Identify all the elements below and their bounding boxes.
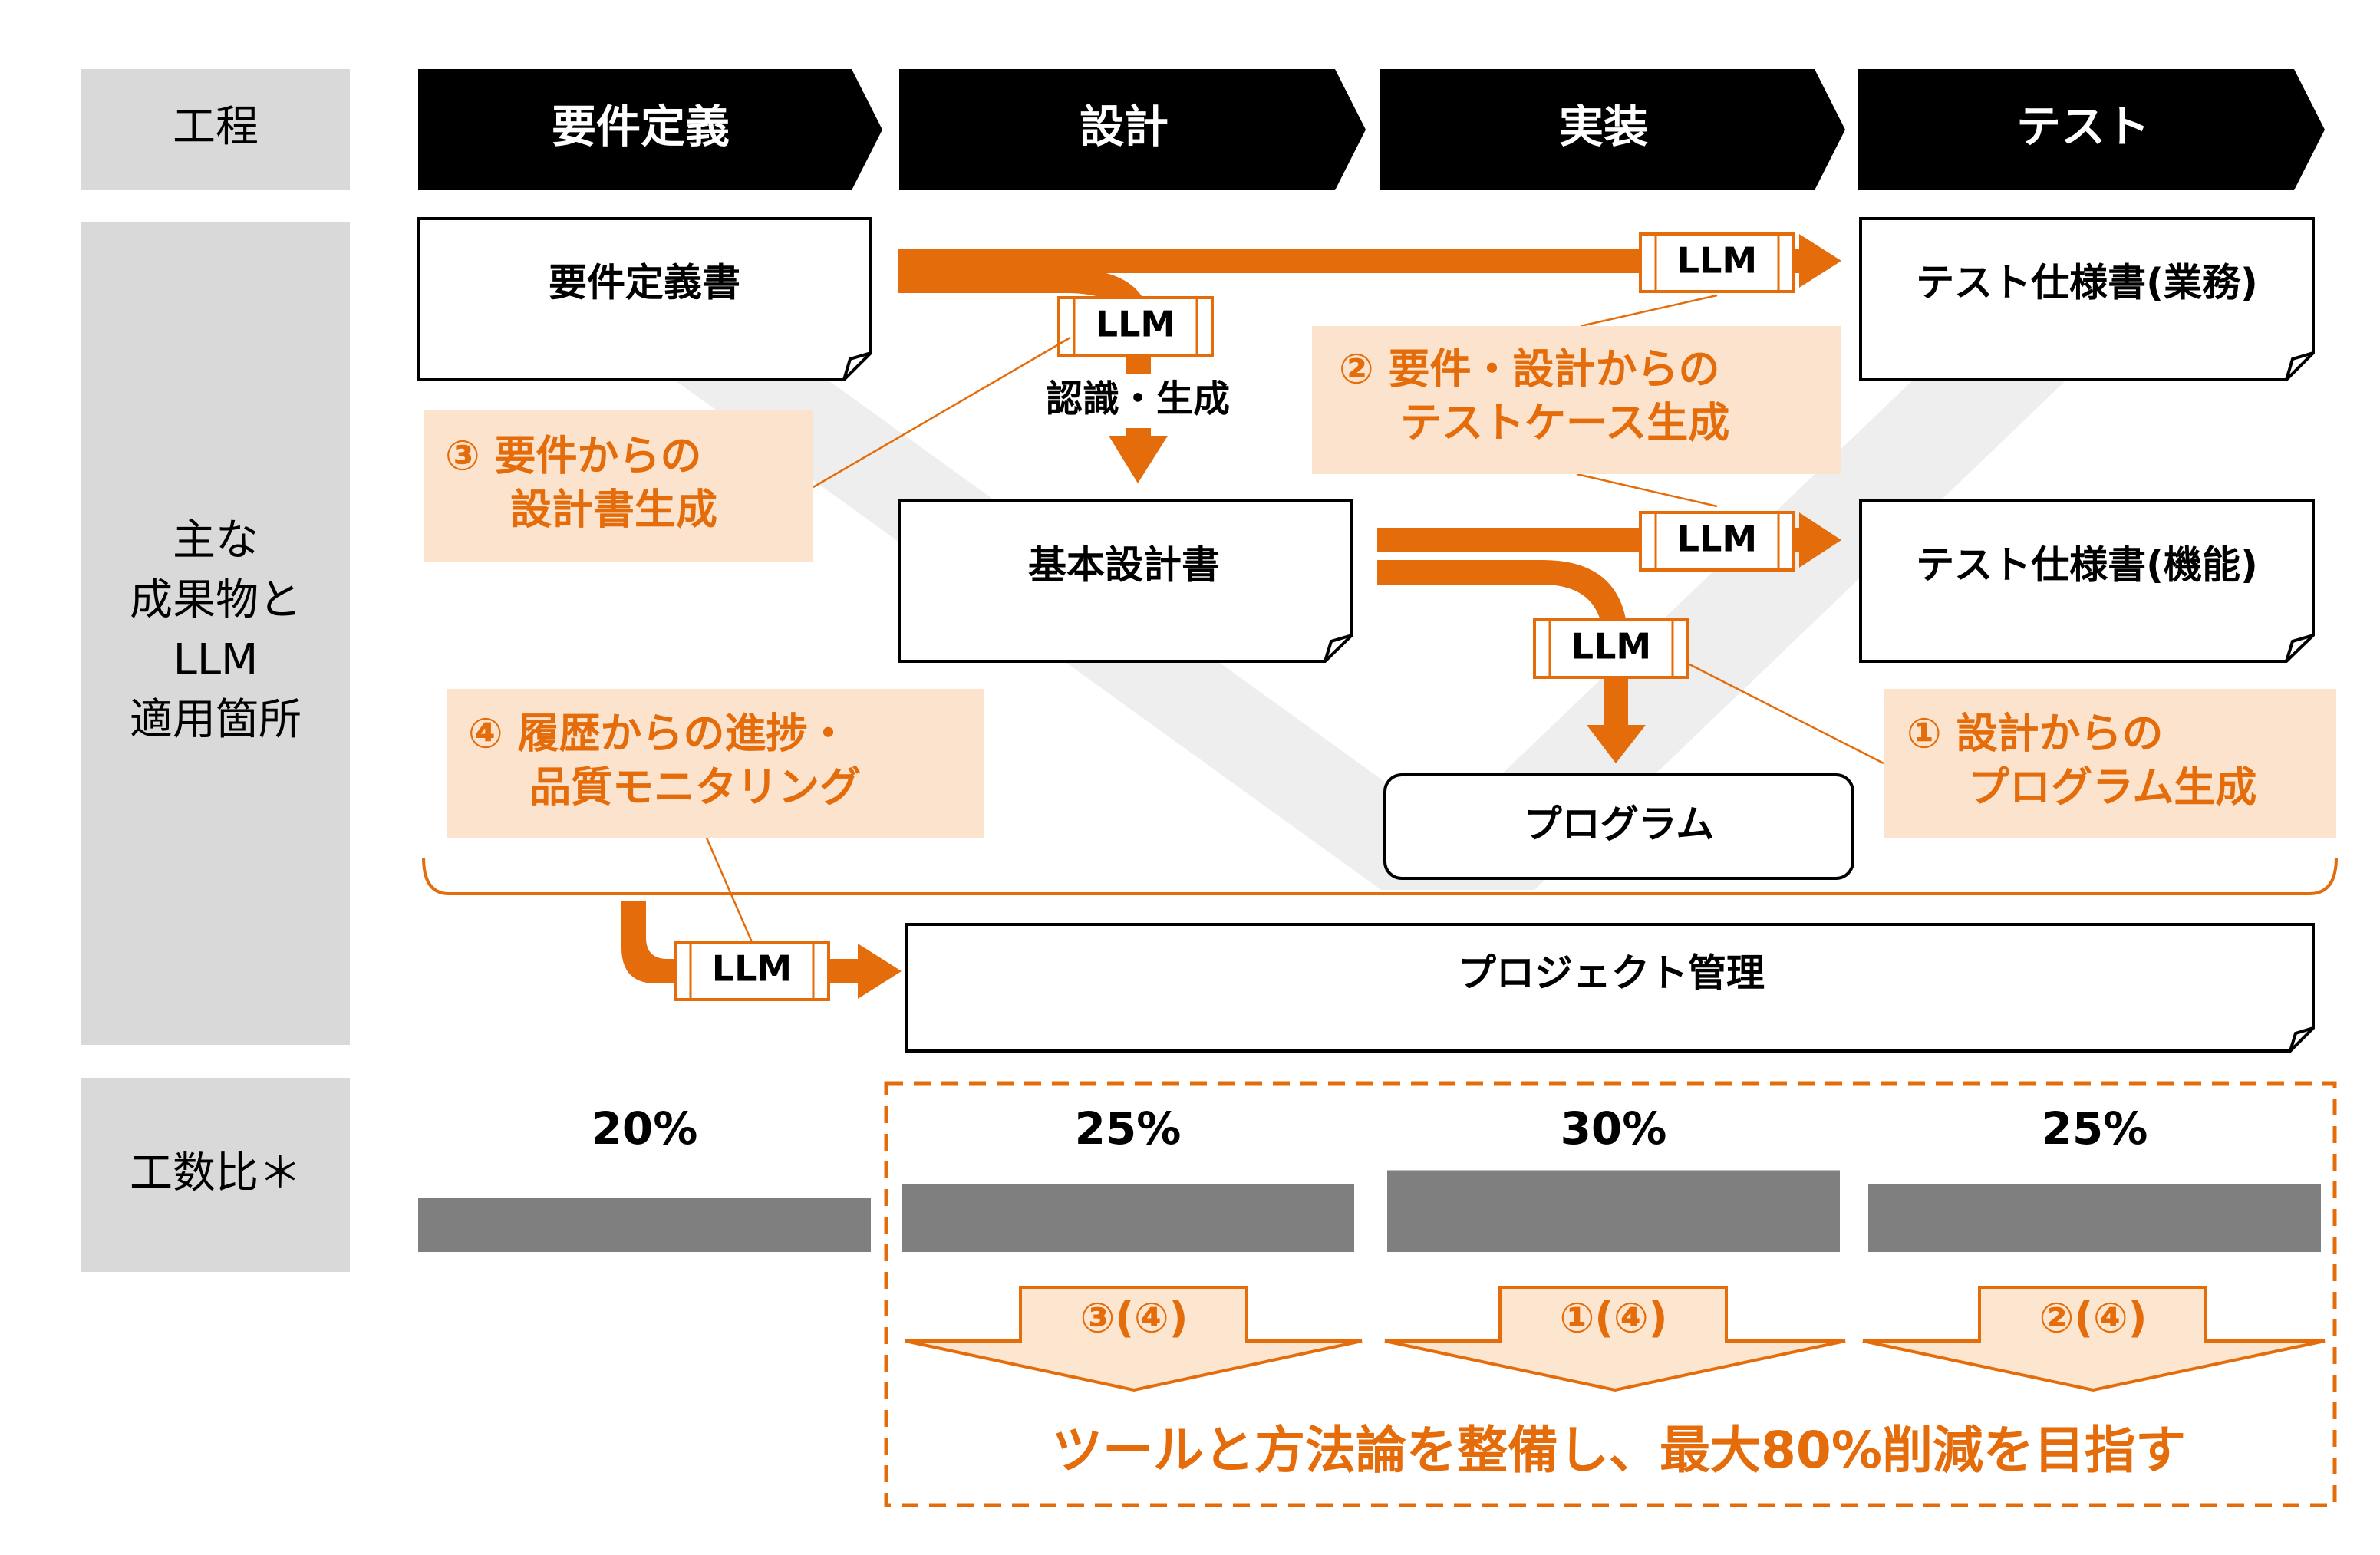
document-test-spec-function-label: テスト仕様書(機能) [1916,543,2258,588]
phase-label-requirements: 要件定義 [552,100,730,153]
callout-1-line2: プログラム生成 [1968,763,2256,812]
reduction-arrow-label: ①(④) [1560,1294,1668,1343]
effort-bar-1 [418,1198,871,1252]
row-label-deliverables-2: 成果物と [130,575,302,625]
leader-c1 [1687,662,1884,765]
reduction-arrow-design: ③(④) [905,1286,1363,1392]
document-test-spec-business-label: テスト仕様書(業務) [1916,261,2258,305]
effort-value-label-2: 25% [1075,1102,1182,1155]
row-label-process: 工程 [173,102,259,152]
document-program-label: プログラム [1524,802,1715,847]
llm-badge-design-to-test: LLM [1639,511,1795,572]
document-project-management: プロジェクト管理 [905,923,2315,1053]
leader-c2-top [1580,294,1718,328]
document-program: プログラム [1383,773,1854,880]
document-project-management-label: プロジェクト管理 [1458,951,1765,996]
callout-1: ① 設計からの プログラム生成 [1884,689,2336,838]
flow-design-to-program-curve [1377,560,1628,733]
effort-bar-chart: 20% 25% 30% 25% [418,1102,2321,1252]
flow-design-to-program-arrowhead [1587,725,1646,763]
llm-badge-label: LLM [1571,626,1651,667]
phase-chevron-design [899,69,1366,190]
document-requirements-label: 要件定義書 [549,261,740,305]
reduction-frame [884,1081,2337,1507]
flow-bracket [422,857,2338,895]
flow-req-to-design-arrowhead [1109,436,1168,483]
llm-badge-req-to-design: LLM [1057,296,1214,357]
llm-badge-monitoring: LLM [674,941,830,1001]
phase-chevron-test [1858,69,2325,190]
reduction-arrow-label: ③(④) [1080,1294,1188,1343]
goal-text: ツールと方法論を整備し、最大80%削減を目指す [1052,1421,2186,1480]
phase-chevron-implementation [1380,69,1845,190]
row-label-deliverables-1: 主な [173,516,259,565]
recognition-bg [1024,374,1251,428]
callout-4: ④ 履歴からの進捗・ 品質モニタリング [447,689,984,838]
phase-label-design: 設計 [1080,100,1169,153]
flow-monitor-arrowhead [858,944,902,999]
reduction-arrow-label: ②(④) [2039,1294,2148,1343]
reduction-arrow-implementation: ①(④) [1384,1286,1846,1392]
row-label-deliverables-3: LLM [173,635,259,685]
document-requirements: 要件定義書 [417,217,872,381]
phase-chevron-requirements [418,69,882,190]
flow-req-to-design-curve [898,269,1151,445]
phase-label-test: テスト [2016,100,2150,153]
row-label-effort: 工数比＊ [130,1148,302,1198]
callout-4-line2: 品質モニタリング [529,763,861,812]
row-label-process-bg [81,69,350,190]
effort-bar-4 [1868,1184,2321,1252]
leader-c4 [704,835,753,943]
llm-badge-label: LLM [712,948,792,990]
effort-bar-2 [902,1184,1354,1252]
llm-badge-design-to-program: LLM [1533,618,1689,679]
flow-req-to-test-arrowhead [1799,234,1841,288]
llm-badge-req-to-test: LLM [1639,232,1795,293]
effort-value-label-4: 25% [2042,1102,2148,1155]
row-label-effort-bg [81,1078,350,1272]
recognition-label: 認識・生成 [1046,377,1230,420]
phase-label-implementation: 実装 [1559,100,1648,153]
callout-2-line2: テストケース生成 [1400,399,1729,447]
flow-design-to-test-arrowhead [1799,512,1841,568]
llm-badge-label: LLM [1096,304,1175,345]
callout-4-line1: ④ 履歴からの進捗・ [468,710,849,758]
leader-c2-bottom [1576,473,1718,508]
callout-2-line1: ② 要件・設計からの [1339,345,1720,394]
effort-bar-3 [1387,1170,1840,1252]
effort-value-label-3: 30% [1561,1102,1667,1155]
document-test-spec-business: テスト仕様書(業務) [1859,217,2315,381]
document-basic-design-label: 基本設計書 [1028,543,1220,588]
document-basic-design: 基本設計書 [898,499,1353,663]
llm-badge-label: LLM [1677,240,1757,282]
leader-c3 [813,336,1071,489]
reduction-arrow-test: ②(④) [1862,1286,2326,1392]
v-shadow-right [1381,353,2095,890]
row-label-deliverables-4: 適用箇所 [130,695,302,745]
callout-1-line1: ① 設計からの [1907,710,2164,758]
callout-3: ③ 要件からの 設計書生成 [424,410,813,562]
callout-2: ② 要件・設計からの テストケース生成 [1312,326,1841,474]
effort-value-label-1: 20% [592,1102,698,1155]
document-test-spec-function: テスト仕様書(機能) [1859,499,2315,663]
callout-3-line2: 設計書生成 [510,486,717,534]
llm-badge-label: LLM [1677,519,1757,560]
callout-3-line1: ③ 要件からの [445,432,702,480]
row-label-deliverables-bg [81,222,350,1045]
